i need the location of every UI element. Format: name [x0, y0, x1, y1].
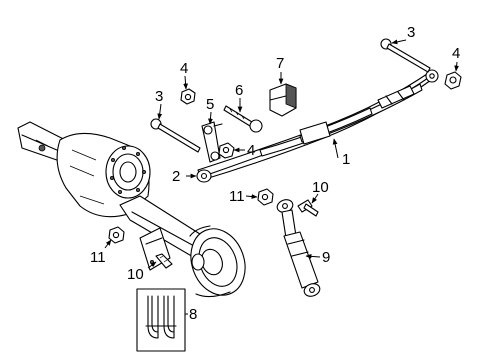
nut-11-lower	[108, 226, 125, 244]
leader-lines	[104, 39, 459, 315]
callout-9: 9	[322, 249, 330, 266]
callout-11-lower: 11	[90, 249, 106, 266]
nut-11-upper	[257, 188, 274, 206]
bolt-10-lower	[155, 253, 173, 269]
bolt-10-upper	[297, 199, 319, 217]
callout-numbers: 1 2 3 3 4 4 4 5 6 7 8 9 10 10 11 11	[90, 24, 460, 323]
callout-6: 6	[235, 82, 243, 99]
axle-housing	[17, 121, 246, 298]
callout-8: 8	[189, 306, 197, 323]
u-bolt-kit-8	[136, 288, 186, 352]
bump-stop-7	[269, 83, 297, 117]
callout-4-upper: 4	[452, 45, 460, 62]
callout-4-lower: 4	[247, 142, 255, 159]
bolt-3-left	[150, 118, 201, 153]
nut-4-lower	[218, 142, 235, 159]
shock-absorber-9	[276, 199, 321, 297]
shackle-5	[201, 121, 223, 163]
callout-3-upper: 3	[407, 24, 415, 41]
callout-1: 1	[342, 151, 350, 168]
callout-10-lower: 10	[127, 266, 144, 283]
callout-7: 7	[276, 55, 284, 72]
callout-3-left: 3	[155, 88, 163, 105]
nut-4-upper	[444, 71, 462, 90]
bolt-3-upper	[380, 38, 431, 73]
leaf-spring	[196, 69, 439, 183]
callout-2: 2	[172, 168, 180, 185]
nut-4-middle	[180, 88, 196, 105]
callout-5: 5	[206, 96, 214, 113]
bolt-6	[223, 105, 263, 133]
callout-4-middle: 4	[180, 60, 188, 77]
callout-11-upper: 11	[229, 188, 245, 205]
callout-10-upper: 10	[312, 179, 329, 196]
